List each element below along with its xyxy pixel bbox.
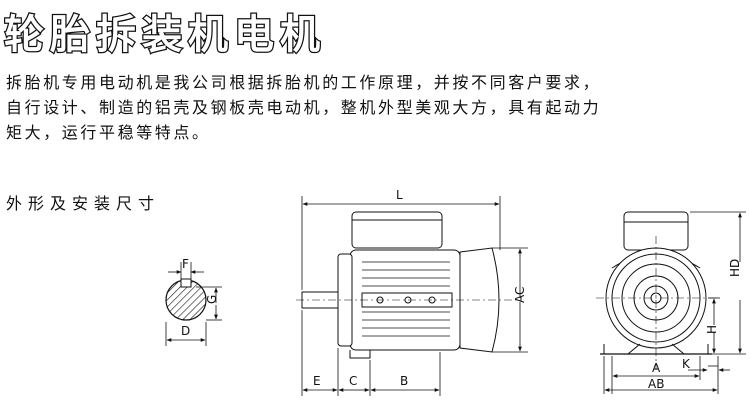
intro-line-2: 自行设计、制造的铝壳及钢板壳电动机，整机外型美观大方，具有起动力: [6, 98, 602, 117]
dim-label-HD: HD: [728, 259, 742, 277]
dim-label-F: F: [182, 257, 189, 271]
dim-H: [708, 297, 720, 354]
intro-line-3: 矩大，运行平稳等特点。: [6, 123, 211, 142]
dim-label-E: E: [313, 374, 321, 388]
motor-side-view: [296, 211, 520, 359]
dim-label-AC: AC: [513, 287, 527, 303]
dim-label-A: A: [652, 361, 661, 375]
dim-label-G: G: [205, 295, 219, 304]
dim-AC: [492, 247, 528, 353]
dim-label-L: L: [396, 188, 403, 202]
dim-label-B: B: [400, 374, 408, 388]
intro-paragraph: 拆胎机专用电动机是我公司根据拆胎机的工作原理，并按不同客户要求， 自行设计、制造…: [6, 70, 748, 145]
dim-HD: [690, 211, 746, 355]
terminal-box: [351, 211, 443, 249]
dim-label-C: C: [349, 374, 357, 388]
dim-A-K-AB: [603, 356, 730, 394]
page-title: 轮胎拆装机电机: [3, 11, 326, 60]
section-heading: 外形及安装尺寸: [6, 194, 161, 213]
intro-line-1: 拆胎机专用电动机是我公司根据拆胎机的工作原理，并按不同客户要求，: [6, 73, 602, 92]
dim-label-K: K: [682, 357, 691, 371]
dim-L: [301, 196, 501, 290]
keyway: [180, 278, 192, 288]
shaft-section-drawing: F G D: [165, 257, 222, 346]
end-terminal-box: [623, 211, 689, 251]
motor-end-view: [596, 211, 716, 370]
dim-label-AB: AB: [648, 377, 664, 391]
dim-ECB: [301, 310, 441, 396]
dim-label-D: D: [181, 324, 190, 338]
dim-label-H: H: [705, 325, 719, 334]
cooling-fins: [362, 261, 450, 337]
